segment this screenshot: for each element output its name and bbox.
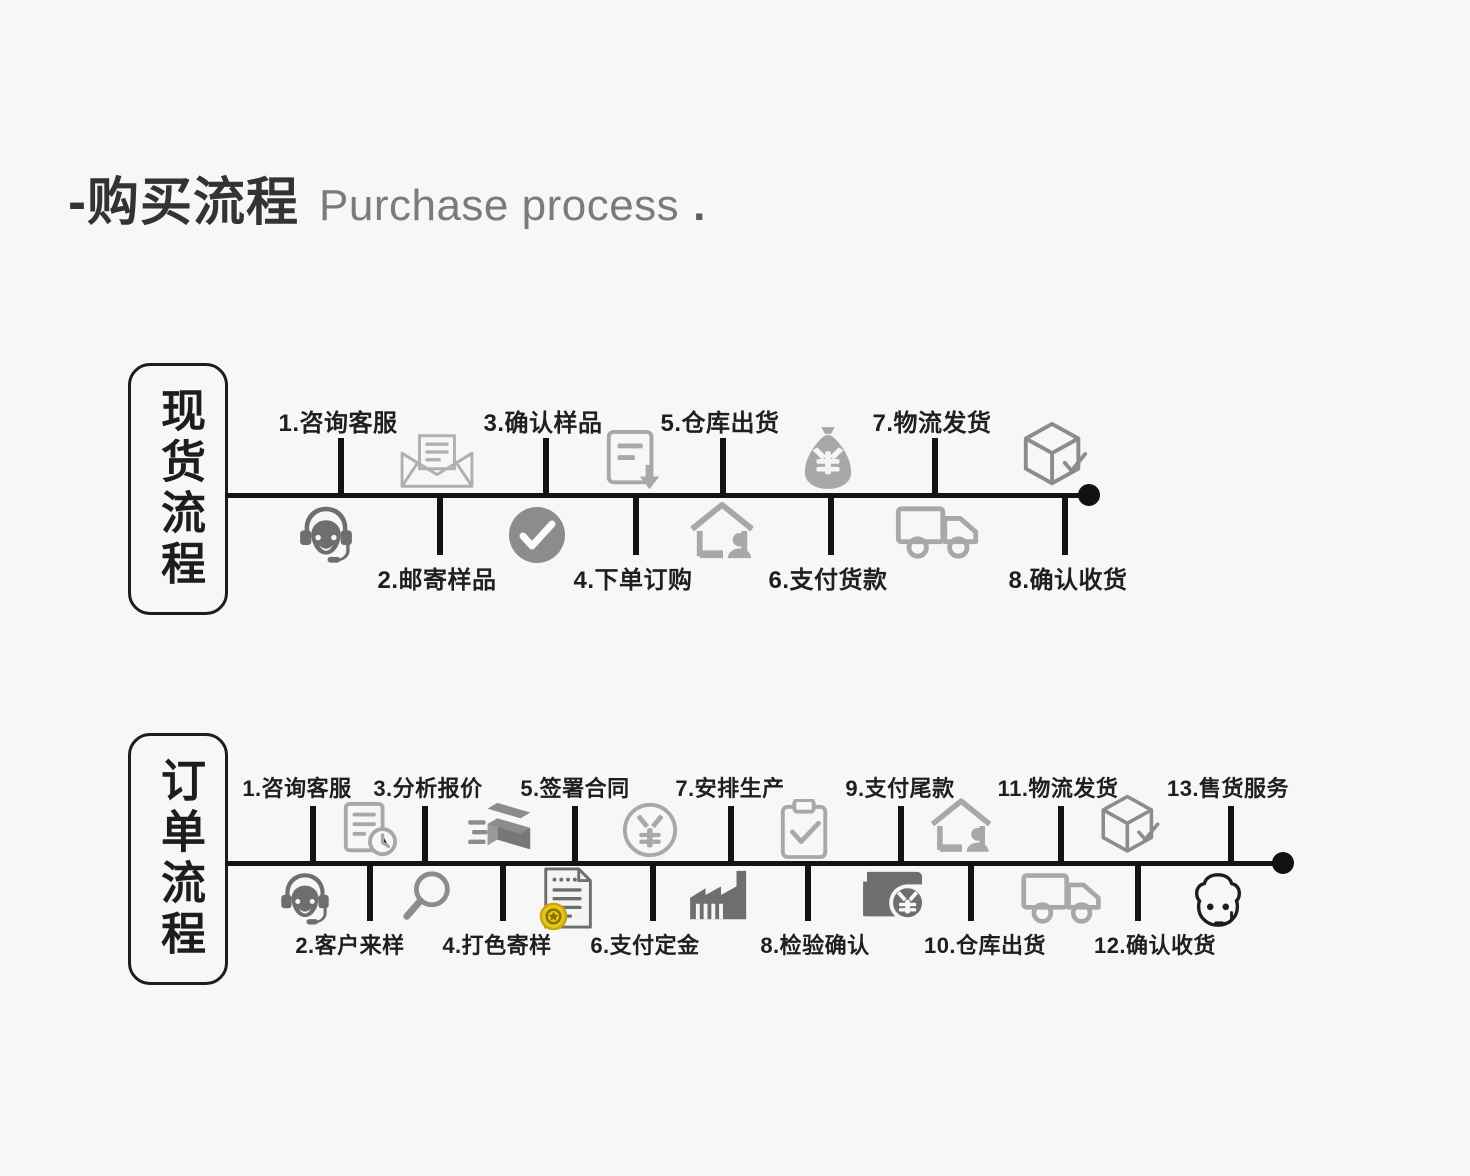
page-title: - 购买流程 Purchase process . bbox=[68, 160, 705, 235]
step-label-order-6: 6.支付定金 bbox=[590, 933, 700, 958]
tick-order-1 bbox=[310, 806, 316, 864]
tick-order-10 bbox=[968, 863, 974, 921]
timeline-stock-process: 现货流程 1.咨询客服 3.确认样品 5.仓库出货 7.物流发货 2.邮寄样品 … bbox=[0, 355, 1470, 625]
title-period: . bbox=[693, 181, 706, 230]
step-label-order-4: 4.打色寄样 bbox=[442, 933, 552, 958]
tick-order-11 bbox=[1058, 806, 1064, 864]
parcel-check-icon bbox=[1017, 420, 1093, 492]
tick-order-3 bbox=[422, 806, 428, 864]
step-label-order-2: 2.客户来样 bbox=[295, 933, 405, 958]
step-label-stock-8: 8.确认收货 bbox=[1008, 567, 1128, 594]
step-label-order-5: 5.签署合同 bbox=[520, 776, 630, 801]
step-label-stock-4: 4.下单订购 bbox=[573, 567, 693, 594]
step-label-stock-7: 7.物流发货 bbox=[872, 410, 992, 437]
step-label-order-9: 9.支付尾款 bbox=[845, 776, 955, 801]
tick-stock-2 bbox=[437, 495, 443, 555]
timeline-order-process: 订单流程 1.咨询客服 3.分析报价 5.签署合同 7.安排生产 9.支付尾款 … bbox=[0, 725, 1470, 1005]
section-label-stock: 现货流程 bbox=[153, 387, 204, 591]
contract-seal-icon bbox=[538, 865, 602, 931]
tick-order-8 bbox=[805, 863, 811, 921]
card-yuan-icon bbox=[861, 868, 929, 924]
factory-icon bbox=[686, 867, 758, 925]
headset-agent-icon bbox=[290, 500, 362, 572]
section-label-box-stock: 现货流程 bbox=[128, 363, 228, 615]
tick-stock-7 bbox=[932, 438, 938, 496]
title-english: Purchase process bbox=[319, 181, 680, 230]
title-chinese: 购买流程 bbox=[86, 174, 299, 232]
tick-stock-3 bbox=[543, 438, 549, 496]
tick-order-9 bbox=[898, 806, 904, 864]
yuan-coin-icon bbox=[621, 801, 679, 859]
order-document-download-icon bbox=[603, 428, 665, 494]
tick-stock-1 bbox=[338, 438, 344, 496]
tick-order-6 bbox=[650, 863, 656, 921]
check-circle-icon bbox=[507, 505, 567, 565]
timeline-end-dot-order bbox=[1272, 852, 1294, 874]
tick-stock-4 bbox=[633, 495, 639, 555]
step-label-order-10: 10.仓库出货 bbox=[923, 933, 1047, 958]
timeline-axis-order bbox=[225, 861, 1287, 866]
clipboard-check-icon bbox=[778, 799, 832, 861]
magnifier-icon bbox=[399, 868, 457, 928]
step-label-stock-5: 5.仓库出货 bbox=[660, 410, 780, 437]
tick-order-13 bbox=[1228, 806, 1234, 864]
document-clock-icon bbox=[341, 801, 399, 859]
step-label-order-11: 11.物流发货 bbox=[997, 776, 1119, 801]
tick-order-5 bbox=[572, 806, 578, 864]
delivery-truck-icon bbox=[1020, 870, 1104, 926]
tick-stock-8 bbox=[1062, 495, 1068, 555]
tick-stock-6 bbox=[828, 495, 834, 555]
step-label-stock-1: 1.咨询客服 bbox=[278, 410, 398, 437]
money-bag-yuan-icon bbox=[800, 423, 856, 493]
tick-order-4 bbox=[500, 863, 506, 921]
tick-stock-5 bbox=[720, 438, 726, 496]
step-label-order-13: 13.售货服务 bbox=[1166, 776, 1290, 801]
section-label-box-order: 订单流程 bbox=[128, 733, 228, 985]
tick-order-7 bbox=[728, 806, 734, 864]
step-label-stock-6: 6.支付货款 bbox=[768, 567, 888, 594]
step-label-order-7: 7.安排生产 bbox=[675, 776, 785, 801]
tick-order-2 bbox=[367, 863, 373, 921]
step-label-stock-3: 3.确认样品 bbox=[483, 410, 603, 437]
envelope-document-icon bbox=[396, 428, 478, 494]
warehouse-person-icon bbox=[686, 500, 760, 562]
parcel-check-icon bbox=[1095, 793, 1165, 859]
step-label-order-8: 8.检验确认 bbox=[760, 933, 870, 958]
step-label-order-3: 3.分析报价 bbox=[373, 776, 483, 801]
warehouse-person-icon bbox=[927, 795, 997, 857]
step-label-stock-2: 2.邮寄样品 bbox=[377, 567, 497, 594]
step-label-order-1: 1.咨询客服 bbox=[242, 776, 352, 801]
headset-agent-icon bbox=[272, 867, 338, 933]
timeline-end-dot-stock bbox=[1078, 484, 1100, 506]
open-box-icon bbox=[468, 797, 542, 861]
section-label-order: 订单流程 bbox=[153, 757, 204, 961]
delivery-truck-icon bbox=[894, 503, 982, 561]
tick-order-12 bbox=[1135, 863, 1141, 921]
title-dash: - bbox=[68, 172, 86, 232]
timeline-axis-stock bbox=[225, 493, 1095, 498]
step-label-order-12: 12.确认收货 bbox=[1093, 933, 1217, 958]
service-face-icon bbox=[1186, 870, 1250, 932]
